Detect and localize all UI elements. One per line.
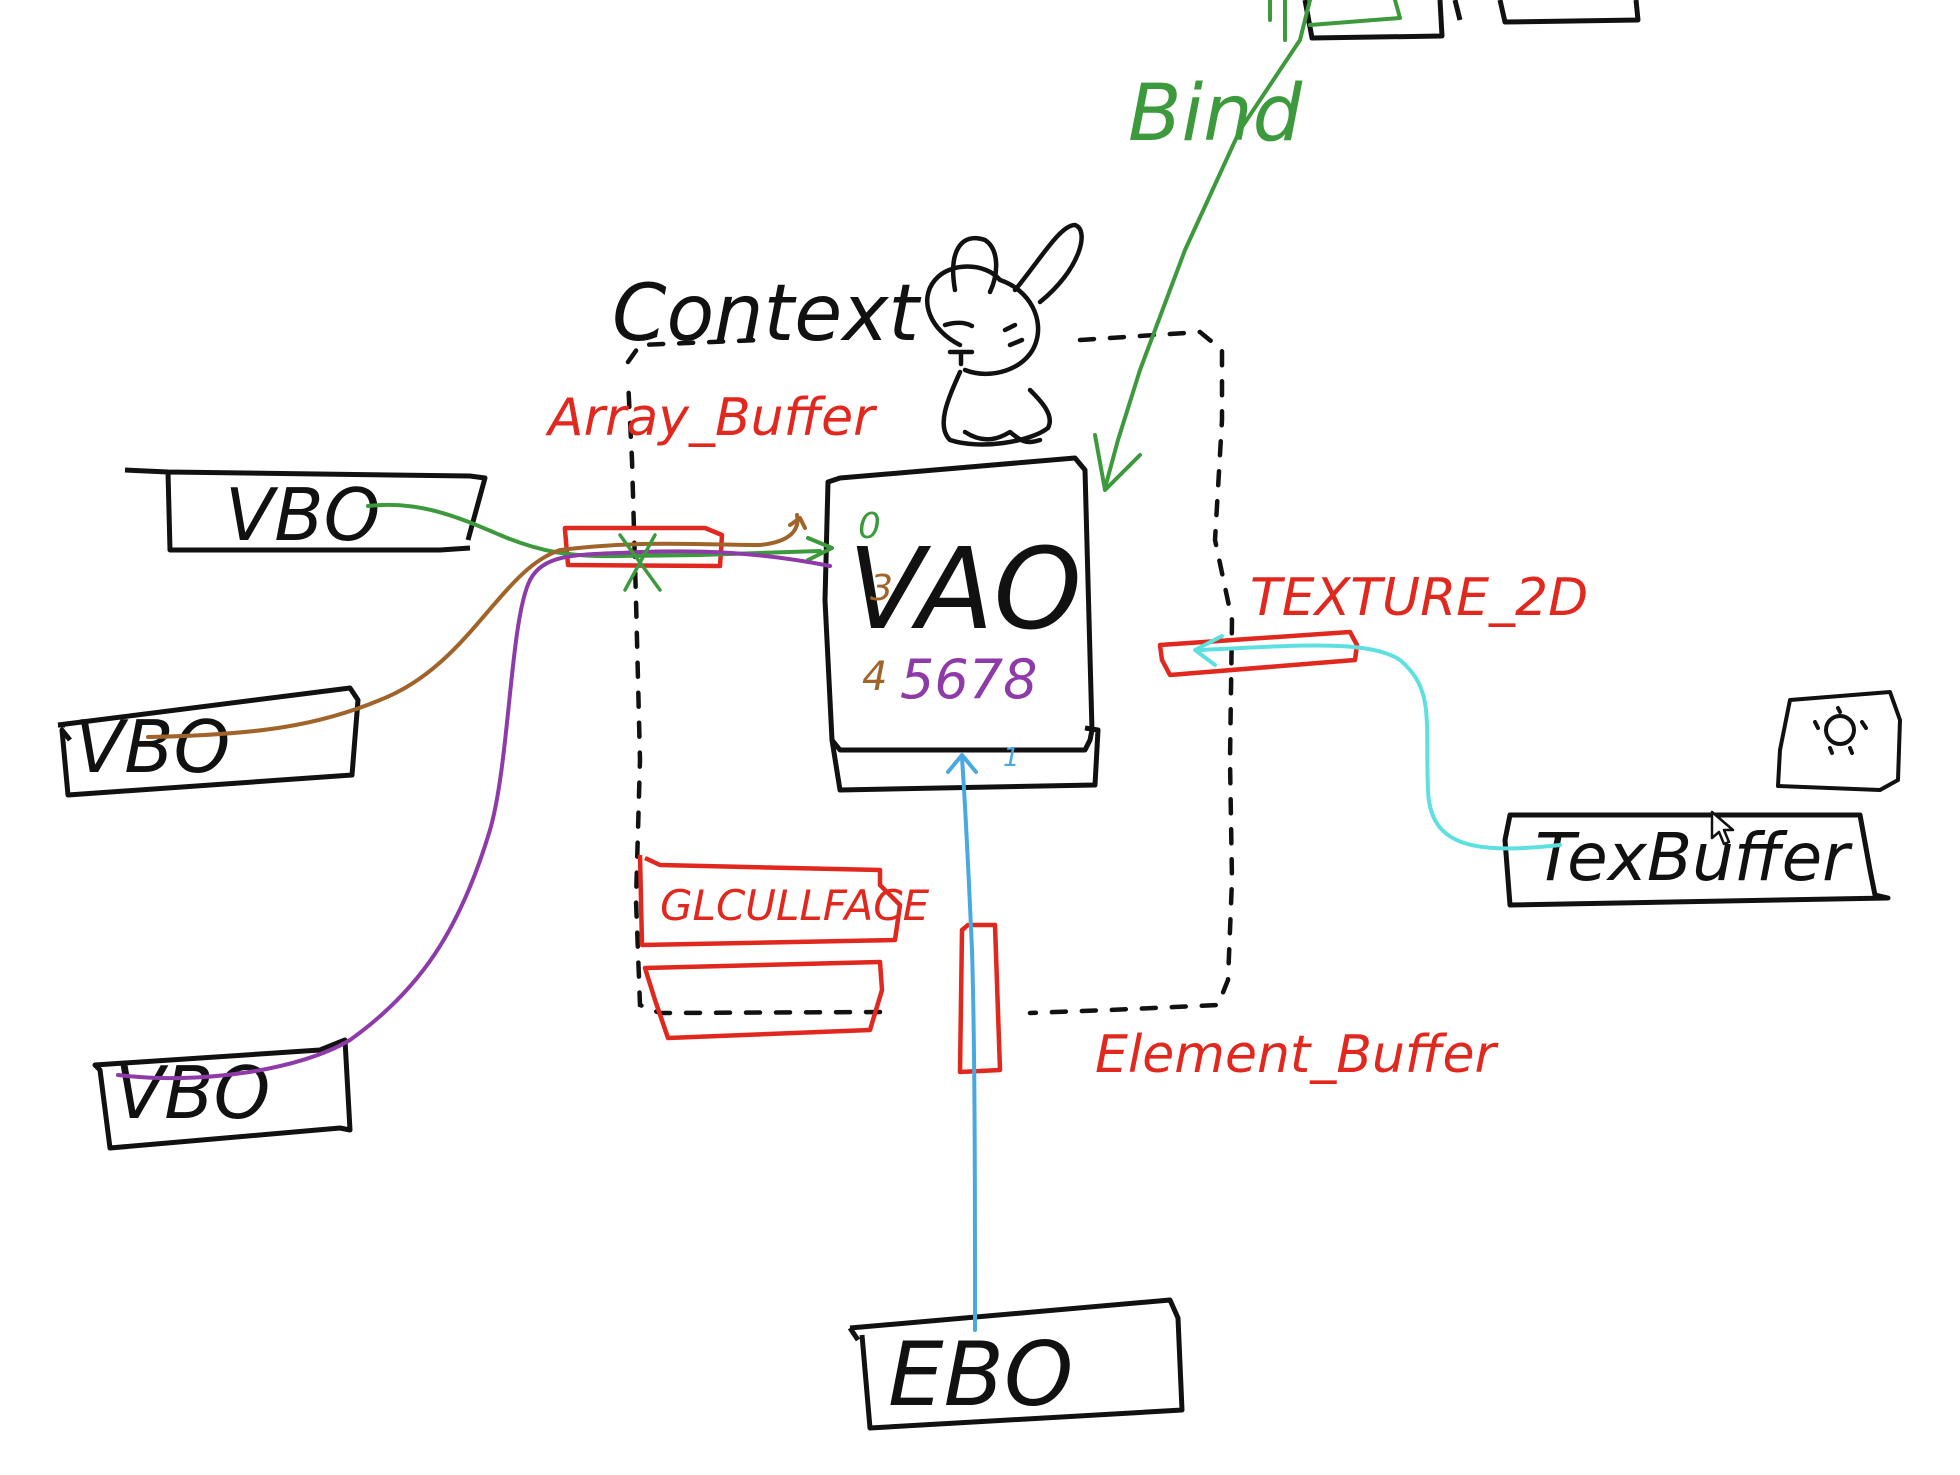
- context-label: Context: [612, 269, 921, 359]
- vao-slot-0: 0: [858, 506, 881, 547]
- vbo-3-label: VBO: [115, 1051, 270, 1135]
- vao-slot-3: 3: [870, 568, 893, 609]
- bind-label: Bind: [1128, 69, 1303, 159]
- cursor-icon: [1710, 810, 1735, 846]
- vbo-1-label: VBO: [225, 473, 380, 557]
- element-buffer-label: Element_Buffer: [1095, 1025, 1499, 1085]
- bind-arrow: [1103, 0, 1312, 490]
- vao-slot-4: 4: [862, 654, 887, 700]
- bunny-doodle-icon: [924, 222, 1084, 447]
- vbo-1-arrowhead: [806, 536, 834, 562]
- vbo-1-box: [124, 467, 488, 553]
- vbo-3-box: [92, 1037, 353, 1151]
- vbo-2-box: [57, 685, 361, 798]
- gl-cull-face-label: GLCULLFACE: [660, 881, 930, 930]
- ebo-link: [960, 756, 977, 1332]
- vao-bottom-mark: 1: [1003, 743, 1020, 773]
- tex-buffer-label: TexBuffer: [1535, 819, 1853, 896]
- vbo-2-label: VBO: [75, 705, 230, 789]
- bind-arrow-head: [1093, 433, 1142, 492]
- image-doodle-icon: [1776, 690, 1902, 792]
- empty-state-box: [642, 959, 885, 1041]
- tex-buffer-arrowhead: [1193, 634, 1224, 667]
- texture-2d-slot: [1157, 629, 1360, 678]
- vao-slot-digits: 5678: [900, 648, 1037, 711]
- x-mark: [618, 533, 662, 592]
- vao-title: VAO: [848, 525, 1082, 655]
- vbo-2-arrowhead: [788, 516, 807, 530]
- element-buffer-slot: [957, 922, 1003, 1075]
- tex-buffer-box: [1502, 812, 1891, 908]
- vao-box: [822, 455, 1101, 793]
- bind-arrow-tail: [1268, 0, 1402, 42]
- ebo-label: EBO: [888, 1323, 1073, 1426]
- array-buffer-slot: [562, 525, 725, 569]
- gl-cull-face-box: [637, 854, 903, 948]
- top-partial-boxes: [1302, 0, 1641, 41]
- texture-2d-label: TEXTURE_2D: [1250, 568, 1588, 628]
- tex-buffer-link: [1198, 643, 1562, 851]
- ebo-box: [847, 1297, 1185, 1431]
- vbo-2-link: [146, 513, 800, 739]
- vbo-3-link: [116, 549, 832, 1081]
- ebo-arrowhead: [946, 753, 978, 774]
- array-buffer-label: Array_Buffer: [545, 388, 878, 448]
